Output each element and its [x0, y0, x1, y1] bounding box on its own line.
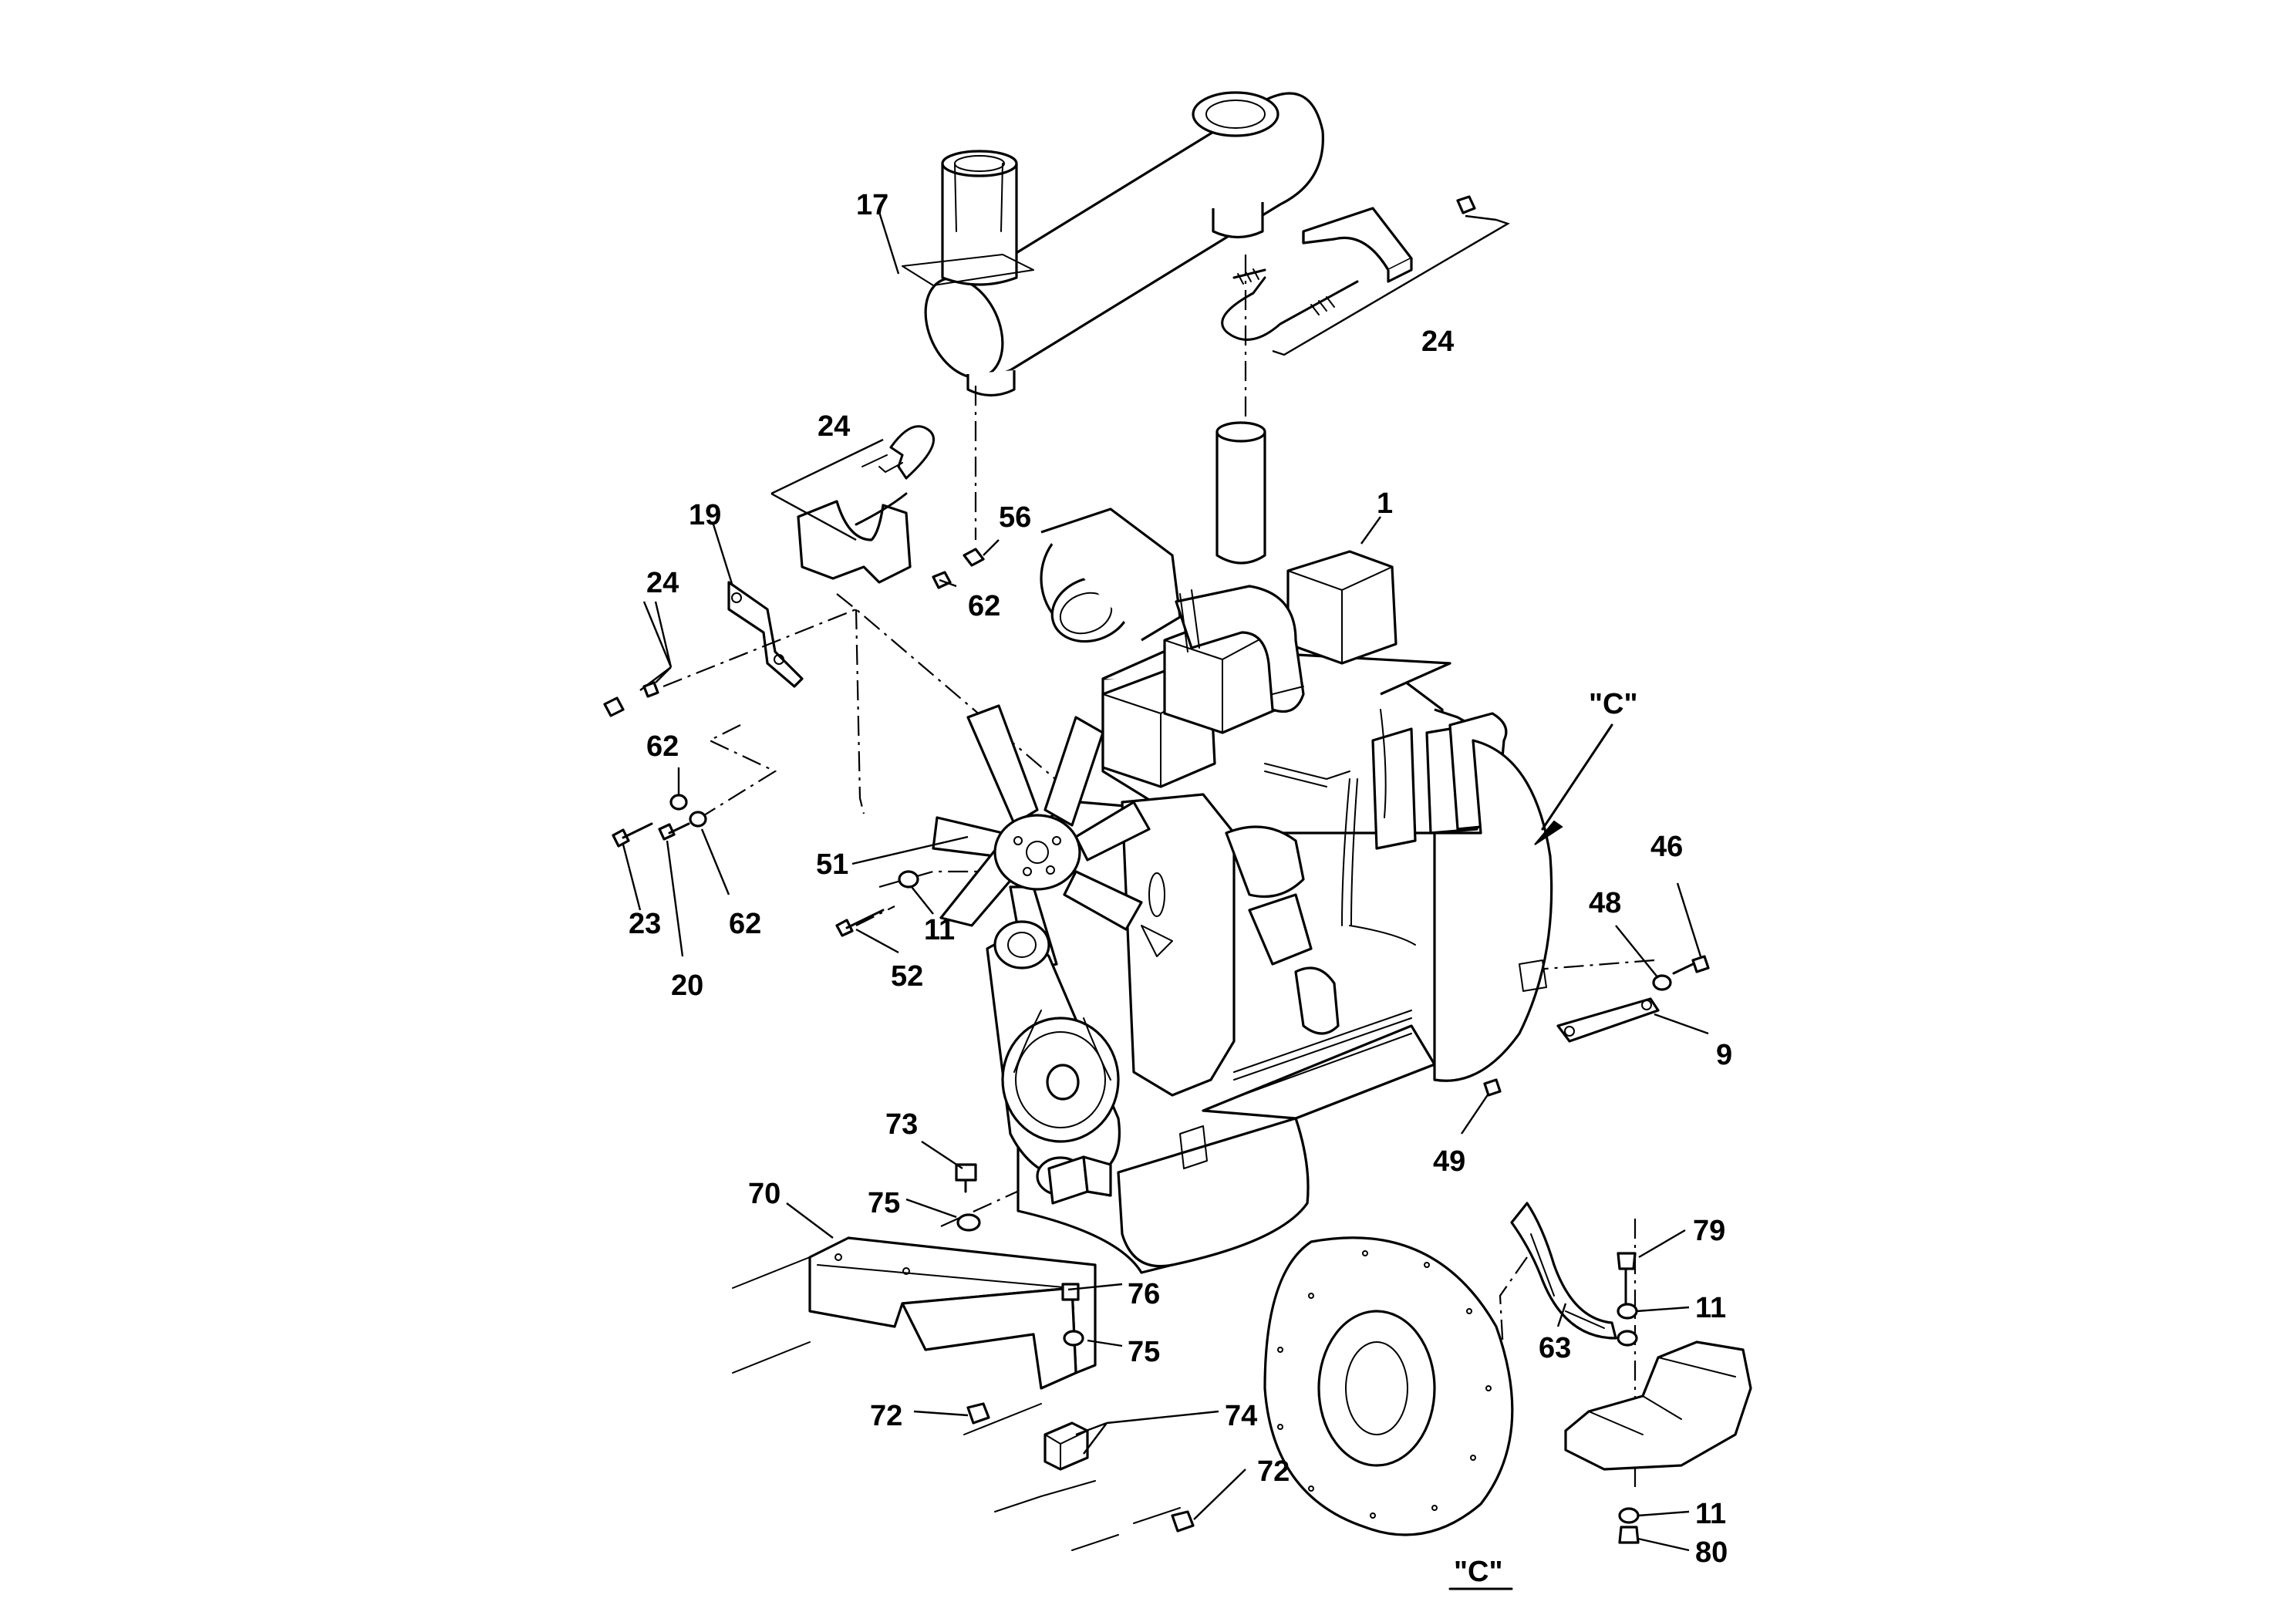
callout-74: 74: [1225, 1400, 1257, 1432]
callout-75-low: 75: [1128, 1336, 1160, 1368]
callout-20: 20: [671, 969, 703, 1002]
pulleys-belt: [986, 920, 1121, 1205]
frame-rail: [732, 1236, 1195, 1551]
leader-lines: [622, 211, 1709, 1552]
callout-70: 70: [748, 1178, 781, 1210]
callout-23: 23: [629, 908, 661, 940]
callout-19: 19: [689, 499, 721, 531]
engine-block: [1017, 421, 1553, 1274]
right-fasteners: [1483, 955, 1710, 1097]
callout-73: 73: [885, 1108, 918, 1141]
view-c-arrow: "C" "C": [1448, 688, 1637, 1590]
flywheel-view-c: [1263, 1236, 1514, 1536]
callout-46: 46: [1650, 831, 1683, 863]
callout-24-left: 24: [646, 567, 679, 599]
callout-labels: 17 24 24 24 19 56 62 1 62 23 20 62 51 11…: [629, 189, 1732, 1569]
callout-72-low: 72: [1257, 1455, 1290, 1488]
u-bolt-clamp-upper: [1221, 195, 1510, 356]
callout-75-top: 75: [868, 1187, 900, 1219]
callout-24-top: 24: [1421, 325, 1454, 358]
callout-11-low: 11: [1695, 1498, 1726, 1530]
callout-62-low: 62: [729, 908, 761, 940]
callout-1: 1: [1377, 487, 1393, 520]
view-c-caption: "C": [1454, 1556, 1502, 1588]
view-c-arrow-label: "C": [1589, 688, 1637, 720]
left-fasteners: [612, 794, 981, 1232]
callout-48: 48: [1589, 887, 1621, 919]
u-bolt-clamp-lower: [770, 425, 985, 589]
callout-80: 80: [1695, 1536, 1728, 1569]
muffler: [902, 91, 1324, 397]
callout-63: 63: [1539, 1332, 1571, 1364]
ground-strap: [1510, 1202, 1752, 1544]
bracket-19: [603, 581, 804, 717]
callout-56: 56: [999, 501, 1031, 534]
callout-11-top: 11: [1695, 1292, 1726, 1324]
callout-17: 17: [856, 189, 888, 221]
callout-72-left: 72: [870, 1400, 902, 1432]
callout-9: 9: [1716, 1039, 1732, 1071]
callout-24-mid: 24: [818, 410, 850, 443]
callout-11-fan: 11: [924, 914, 955, 946]
callout-49: 49: [1433, 1145, 1465, 1178]
callout-76: 76: [1128, 1278, 1160, 1310]
callout-79: 79: [1693, 1215, 1725, 1247]
callout-62-left: 62: [646, 730, 679, 763]
callout-52: 52: [891, 960, 923, 993]
callout-51: 51: [816, 848, 848, 881]
callout-62-mid: 62: [968, 590, 1000, 622]
